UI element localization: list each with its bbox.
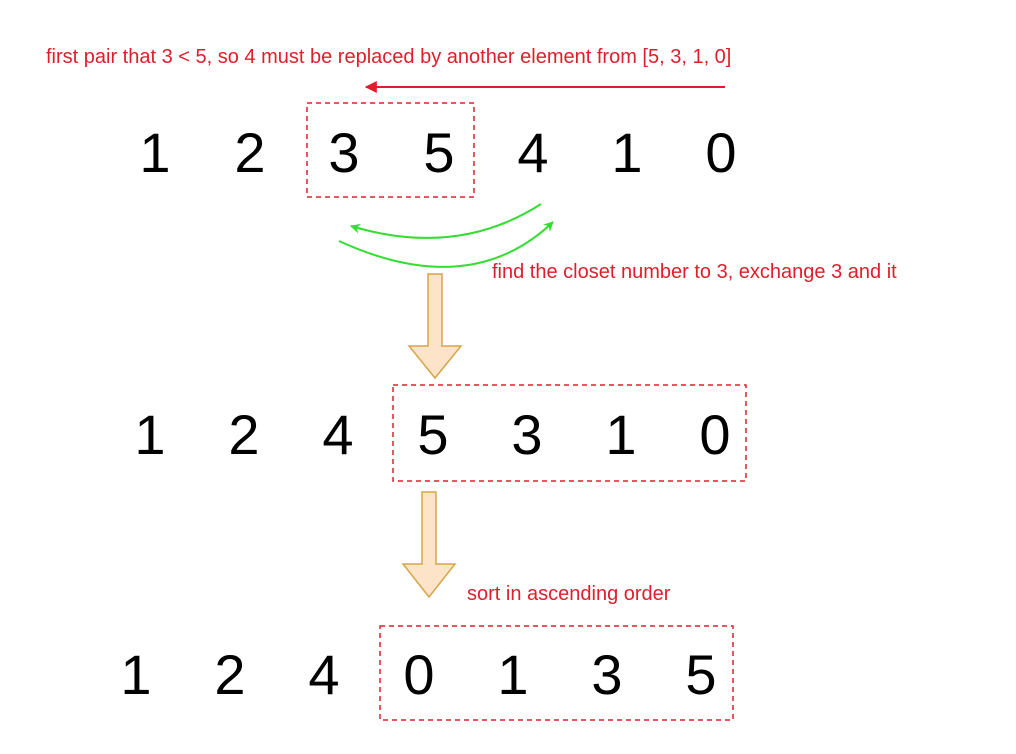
digit: 2 (234, 121, 265, 184)
digit: 5 (417, 403, 448, 466)
find-closest-annotation: find the closet number to 3, exchange 3 … (492, 261, 897, 283)
digit: 4 (517, 121, 548, 184)
first-pair-annotation: first pair that 3 < 5, so 4 must be repl… (46, 46, 731, 68)
digit: 3 (591, 643, 622, 706)
digit: 1 (134, 403, 165, 466)
digit: 0 (705, 121, 736, 184)
highlight-box-sorted (379, 625, 734, 721)
digit: 5 (423, 121, 454, 184)
row-initial: 1 2 3 5 4 1 0 (139, 102, 737, 198)
digit: 3 (511, 403, 542, 466)
digit: 5 (685, 643, 716, 706)
digit: 2 (228, 403, 259, 466)
digit: 1 (139, 121, 170, 184)
down-arrow-icon (401, 491, 457, 599)
row-after-sort: 1 2 4 0 1 3 5 (120, 625, 734, 721)
digit: 1 (497, 643, 528, 706)
digit: 1 (611, 121, 642, 184)
digit: 4 (322, 403, 353, 466)
digit: 0 (699, 403, 730, 466)
digit: 4 (308, 643, 339, 706)
sort-ascending-annotation: sort in ascending order (467, 583, 671, 605)
digit: 3 (328, 121, 359, 184)
digit: 2 (214, 643, 245, 706)
digit: 1 (120, 643, 151, 706)
digit: 0 (403, 643, 434, 706)
row-after-swap: 1 2 4 5 3 1 0 (134, 384, 747, 482)
highlight-box-suffix (392, 384, 747, 482)
highlight-box-pair (306, 102, 475, 198)
down-arrow-icon (407, 273, 463, 380)
swap-arrows-icon (338, 203, 554, 268)
digit: 1 (605, 403, 636, 466)
